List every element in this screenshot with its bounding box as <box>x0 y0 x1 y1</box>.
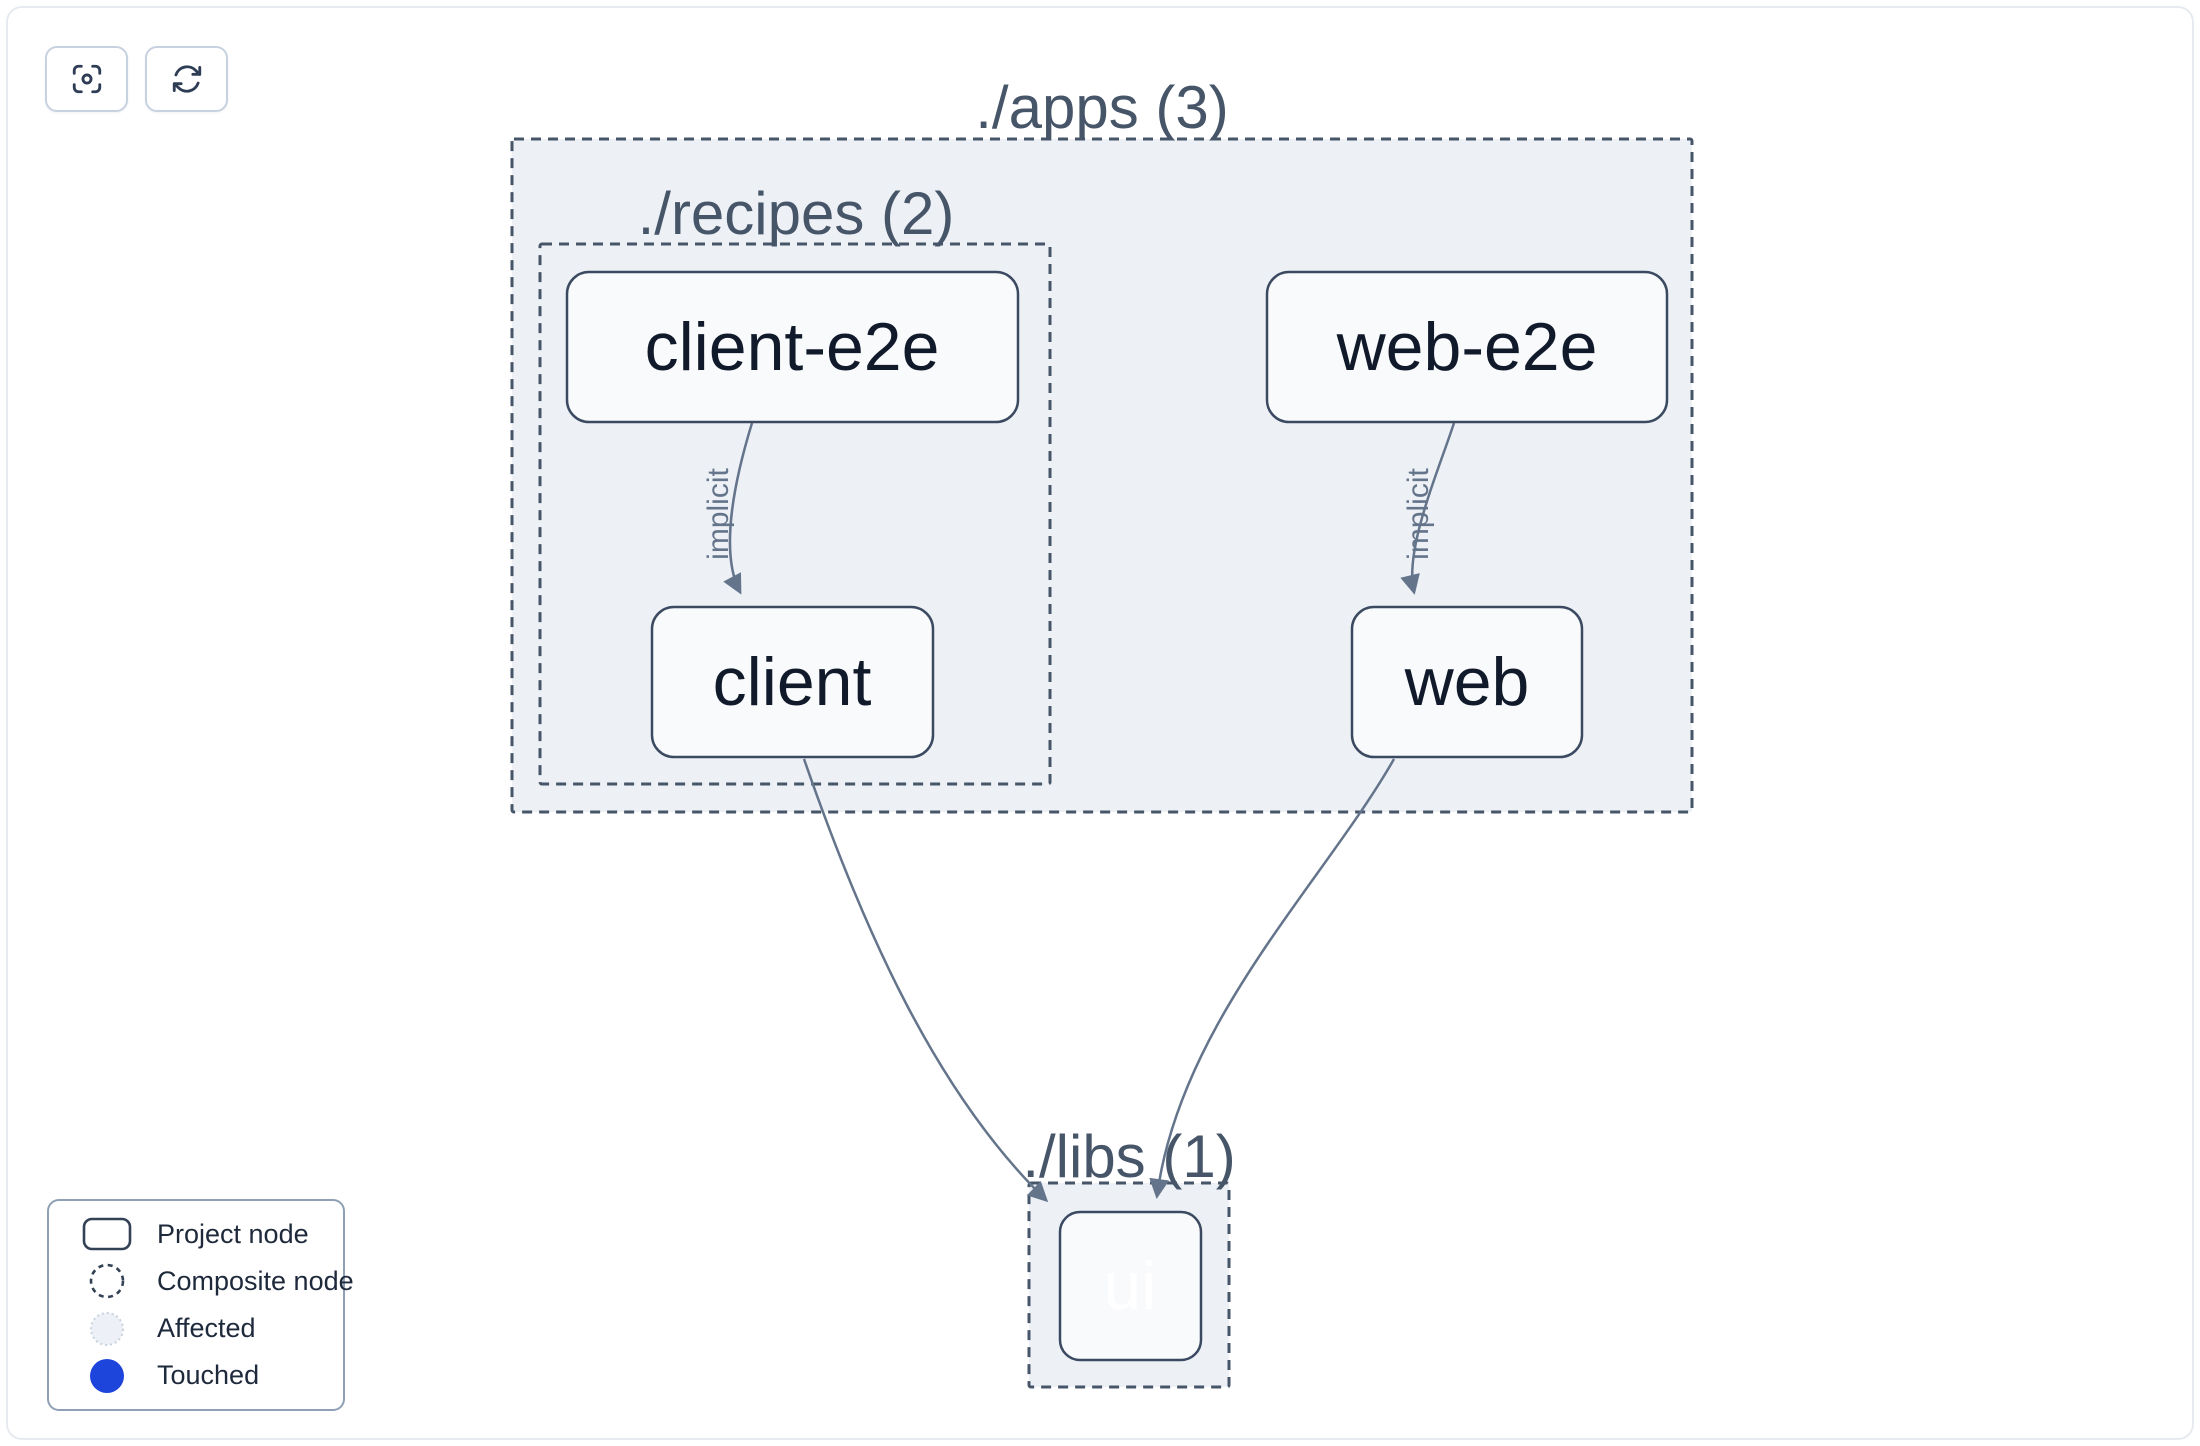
composite-node-swatch-icon <box>81 1261 133 1301</box>
edge-client-e2e-client <box>723 422 754 595</box>
legend-label: Project node <box>157 1218 309 1249</box>
edge-web-ui <box>1149 758 1396 1199</box>
legend-item-composite-node: Composite node <box>81 1259 354 1303</box>
node-web[interactable]: web <box>1350 605 1584 759</box>
refresh-icon <box>172 65 201 93</box>
touched-swatch-icon <box>81 1356 133 1396</box>
touched-node-rect <box>1058 1210 1203 1362</box>
node-client[interactable]: client <box>650 605 935 759</box>
affected-swatch-icon <box>81 1309 133 1349</box>
node-label: web-e2e <box>1336 309 1598 385</box>
graph-svg: ./apps (3) ./recipes (2) ./libs (1) impl… <box>510 74 1694 1389</box>
node-client-e2e[interactable]: client-e2e <box>565 270 1020 424</box>
node-label: client <box>713 644 872 720</box>
group-label-recipes: ./recipes (2) <box>638 180 955 247</box>
center-graph-button[interactable] <box>45 46 128 112</box>
group-label-apps: ./apps (3) <box>975 74 1228 141</box>
edge-web-e2e-web <box>1400 422 1456 595</box>
project-node-swatch-icon <box>81 1215 133 1253</box>
edge-client-ui <box>802 758 1049 1203</box>
legend-item-touched: Touched <box>81 1354 333 1398</box>
node-web-e2e[interactable]: web-e2e <box>1265 270 1669 424</box>
node-label: ui <box>1104 1248 1157 1324</box>
group-label-libs: ./libs (1) <box>1022 1123 1235 1190</box>
node-label: web <box>1404 644 1530 720</box>
refresh-graph-button[interactable] <box>145 46 228 112</box>
node-label: client-e2e <box>645 309 940 385</box>
legend-label: Affected <box>157 1313 256 1344</box>
legend-item-affected: Affected <box>81 1307 333 1351</box>
node-ui[interactable]: ui <box>1058 1210 1203 1362</box>
graph-canvas[interactable]: ./apps (3) ./recipes (2) ./libs (1) impl… <box>6 6 2194 1440</box>
focus-icon <box>72 64 101 94</box>
legend-item-project-node: Project node <box>81 1212 333 1256</box>
edge-label-implicit: implicit <box>1402 468 1435 560</box>
legend-label: Composite node <box>157 1265 354 1296</box>
legend-label: Touched <box>157 1360 260 1391</box>
legend-panel: Project node Composite node Affected <box>47 1199 354 1411</box>
